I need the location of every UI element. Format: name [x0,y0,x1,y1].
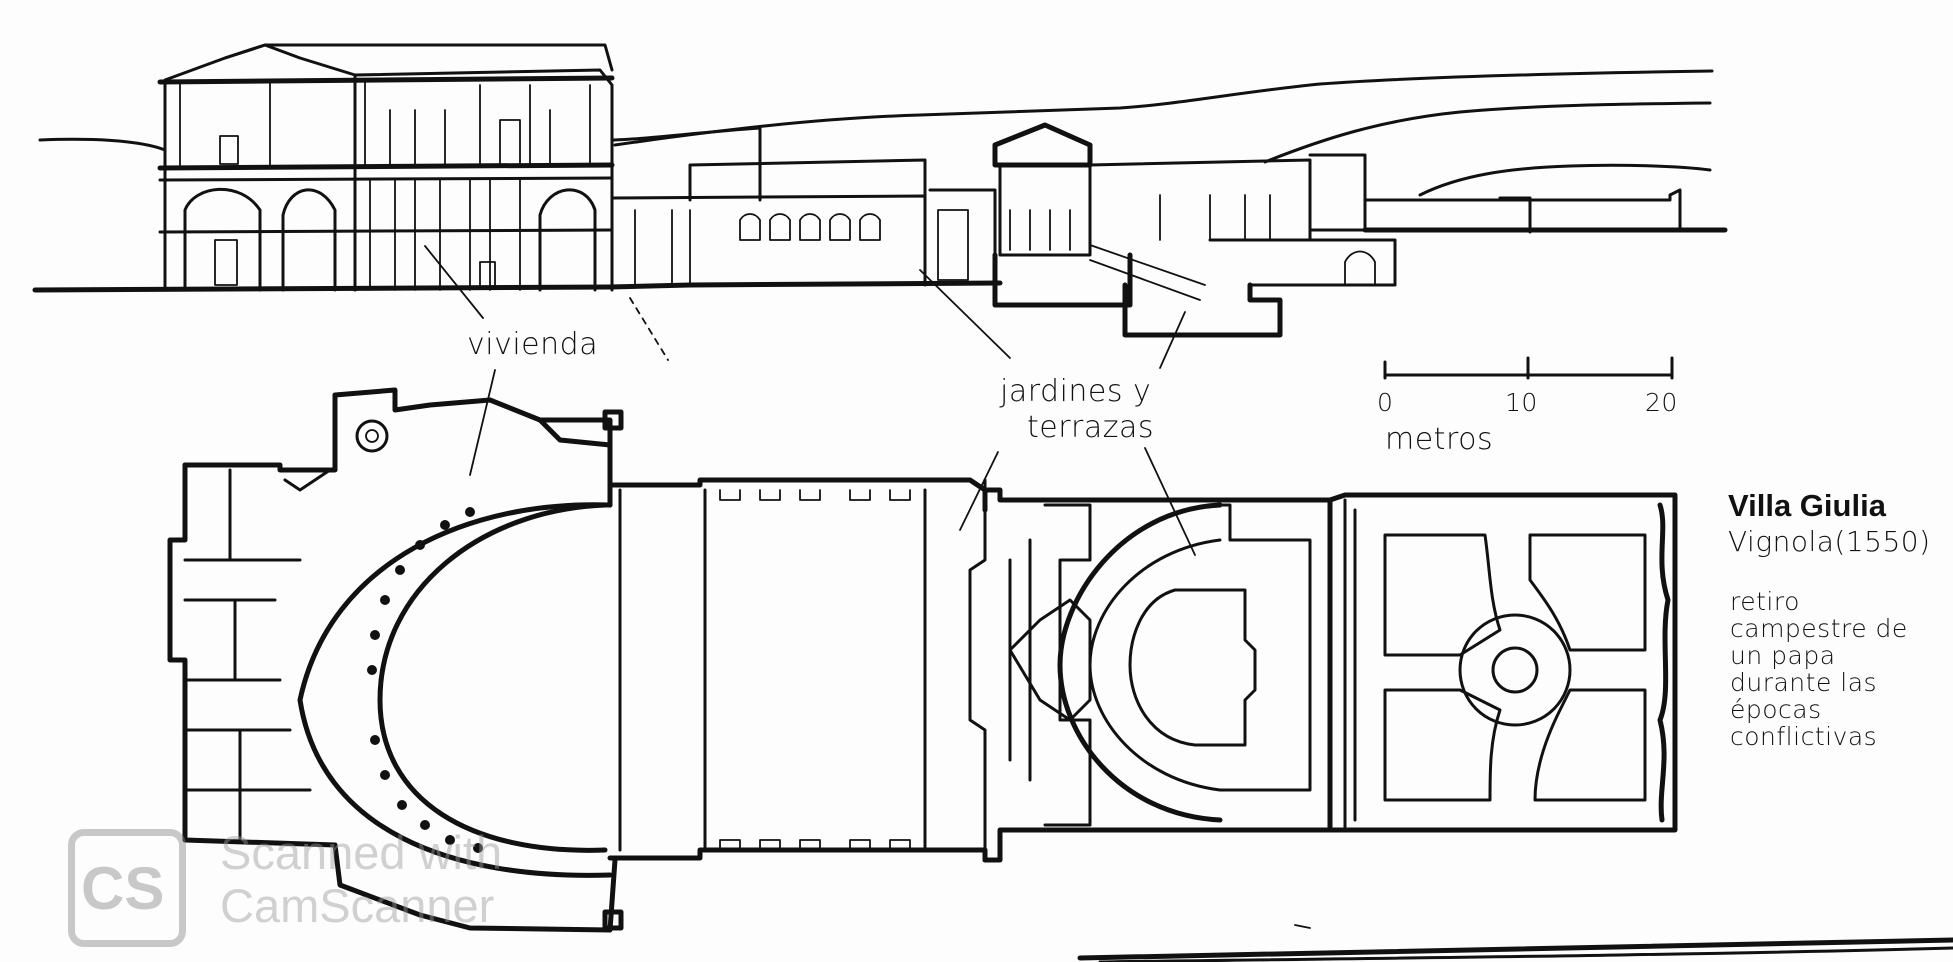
plan-garden [1327,492,1678,833]
architect-year: Vignola(1550) [1728,525,1931,558]
ground-line [32,280,1003,293]
label-vivienda: vivienda [467,327,599,362]
scale-unit: metros [1385,422,1494,457]
watermark-line-2: CamScanner [220,878,495,932]
camscanner-logo-text: CS [81,855,165,922]
camscanner-logo-icon: CS [68,829,186,947]
drawing-note: retiro campestre de un papa durante las … [1730,587,1908,751]
colonnade [367,507,483,853]
paper-edge-2 [1098,946,1953,962]
plan-nymphaeum [982,487,1333,863]
garden-wall-section [1362,188,1728,234]
watermark-text: Scanned with CamScanner [220,826,503,932]
scale-bar [1383,356,1674,380]
hill-left [38,137,167,152]
hill-main [613,69,1714,147]
label-terrazas: terrazas [1027,410,1155,445]
camscanner-watermark: CS Scanned with CamScanner [68,825,568,947]
stray-mark [1294,924,1311,929]
scale-tick-20: 20 [1645,388,1678,417]
leader-jardines-up [919,269,1011,359]
drawing-title: Villa Giulia [1728,488,1886,523]
label-jardines: jardines y [1000,374,1152,409]
scale-tick-10: 10 [1505,388,1538,417]
plan-house [167,387,624,933]
hill-third [1418,163,1712,197]
nymphaeum-section [992,122,1397,338]
leader-vivienda-down [469,369,496,476]
leader-jardines-down [959,451,999,531]
elevation-section [32,43,1728,369]
plan-courtyard-1 [607,477,988,863]
watermark-line-1: Scanned with [220,826,503,879]
loggia-section [610,126,997,287]
hill-second [1263,101,1712,164]
leader-dashed [629,297,669,361]
leader-vivienda-up [424,245,484,319]
paper-edge [1077,937,1953,961]
leader-terrazas-up [1159,311,1186,369]
scale-tick-0: 0 [1377,388,1394,417]
villa-house-section [157,43,615,292]
leader-terrazas-down [1144,447,1196,556]
site-plan [167,369,1678,933]
